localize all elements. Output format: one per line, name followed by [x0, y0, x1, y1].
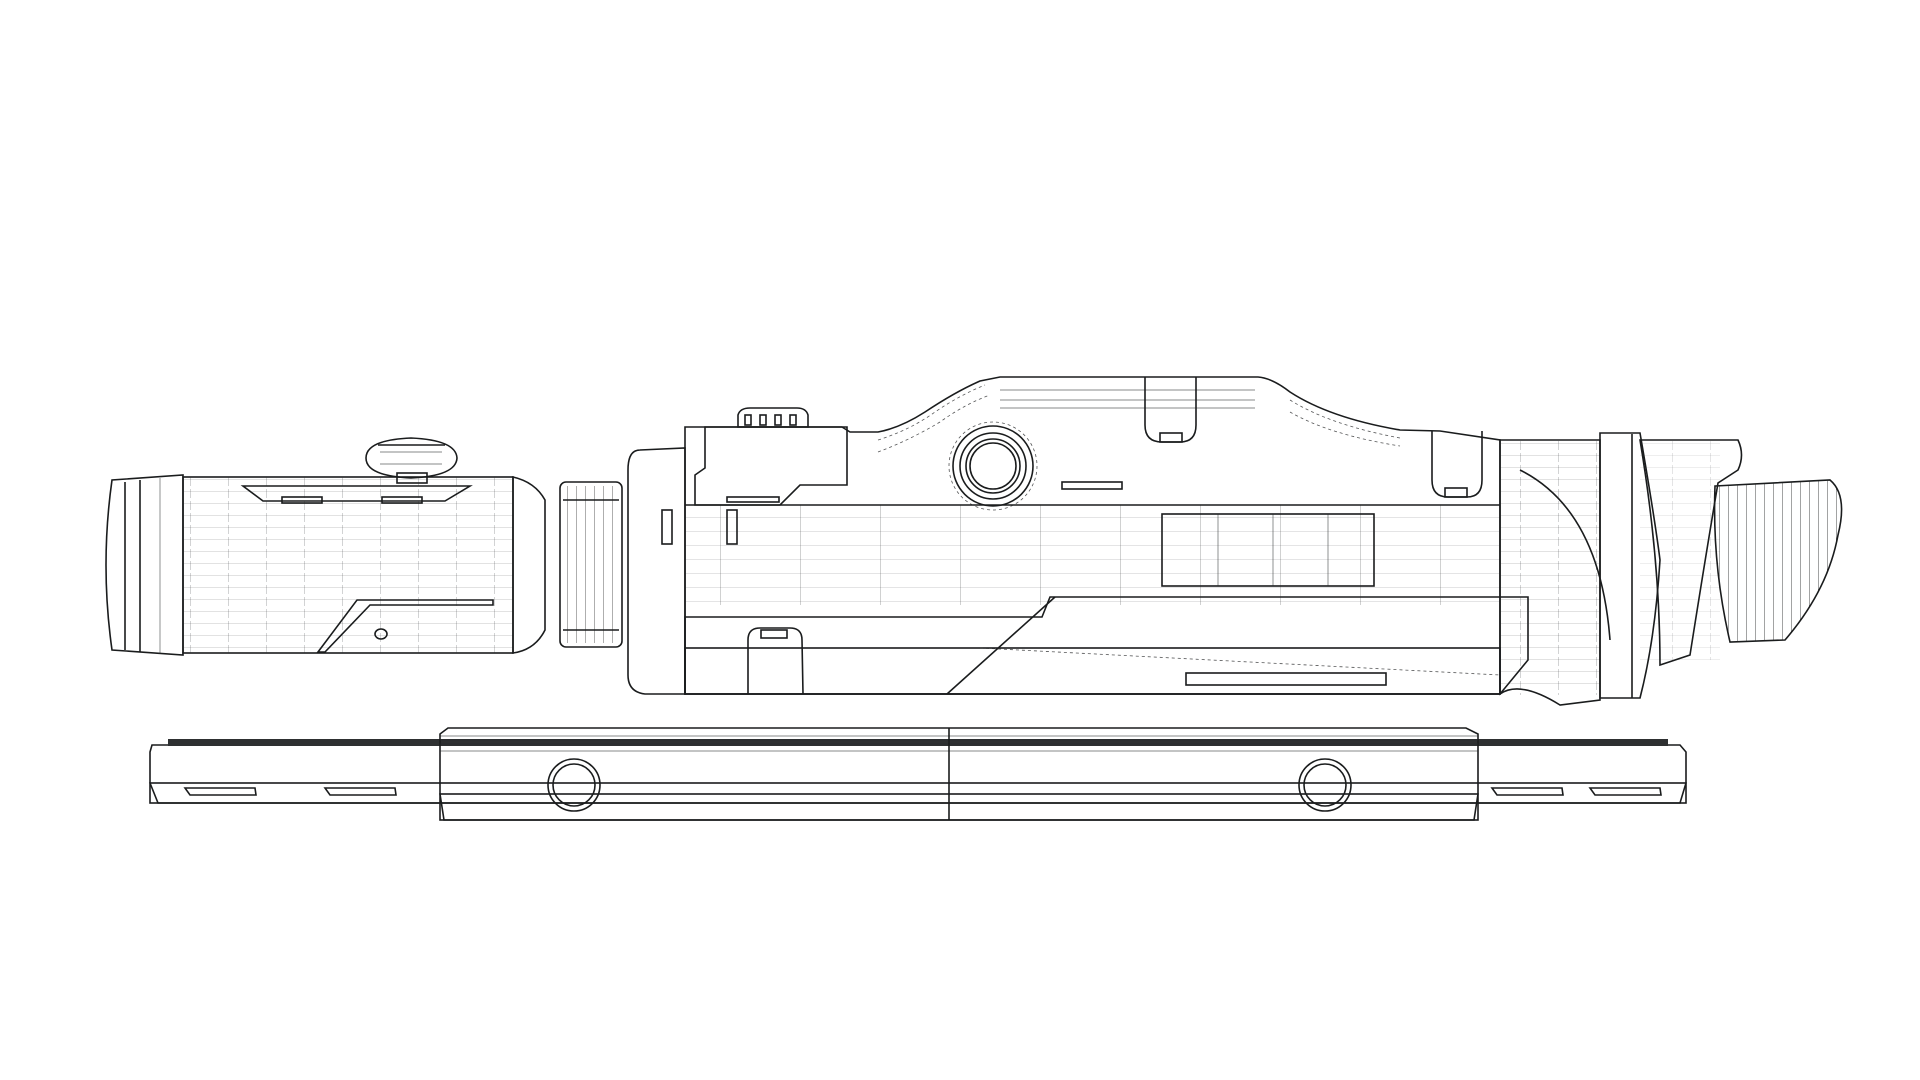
rail-slots — [183, 787, 1662, 796]
magnification-ring — [559, 481, 623, 648]
eyepiece — [1499, 432, 1743, 706]
mount-screw-icon — [547, 758, 601, 812]
mount-screw-icon — [1298, 758, 1352, 812]
rubber-eyecup — [1713, 479, 1843, 643]
objective-tube — [105, 474, 546, 656]
parallax-knob — [365, 437, 458, 484]
scope-mount — [439, 727, 1479, 821]
picatinny-rail — [149, 739, 1687, 804]
illumination-dial-icon — [948, 421, 1038, 511]
scope-main-body — [627, 376, 1529, 695]
elevation-turret — [737, 407, 809, 428]
